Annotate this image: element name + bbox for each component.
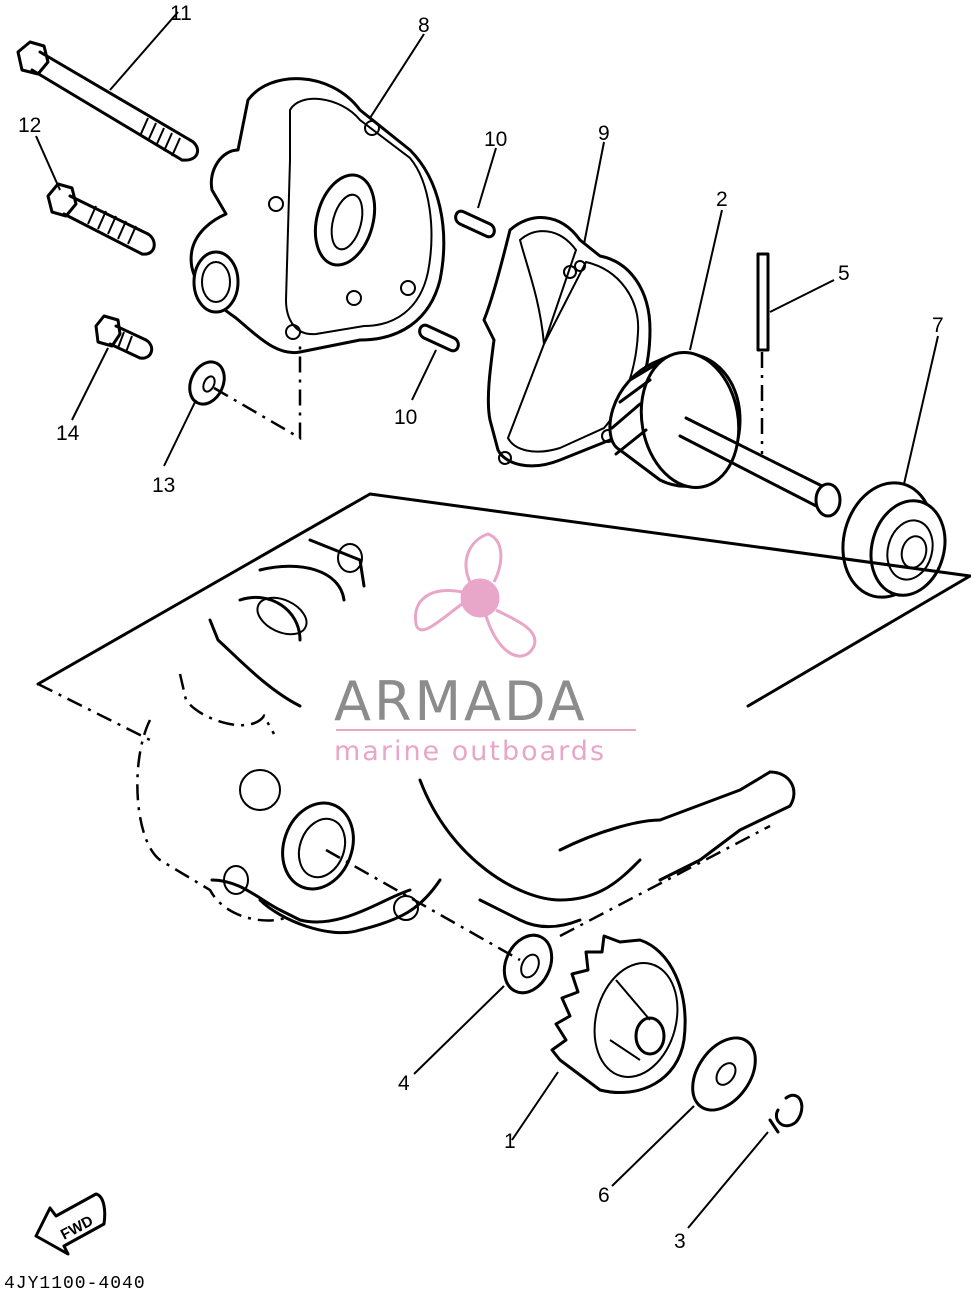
assembly-guide-lines — [213, 346, 771, 962]
pump-cover-part-8 — [189, 77, 446, 355]
callout-13: 13 — [152, 474, 175, 497]
callout-12: 12 — [18, 114, 41, 137]
dowel-pin-part-10-upper — [454, 209, 496, 239]
circlip-part-3 — [768, 1094, 804, 1134]
callout-6: 6 — [598, 1184, 610, 1207]
washer-part-13 — [188, 360, 226, 406]
washer-part-6 — [691, 1036, 757, 1112]
forward-direction-arrow: FWD — [34, 1192, 107, 1256]
callout-4: 4 — [398, 1072, 410, 1095]
callout-10-upper: 10 — [484, 128, 507, 151]
callout-1: 1 — [504, 1130, 516, 1153]
crankcase-outline — [36, 492, 971, 935]
callout-leader-lines — [35, 11, 939, 1229]
brand-name: ARMADA — [334, 670, 588, 733]
short-bolt-part-14 — [94, 314, 154, 360]
callout-9: 9 — [598, 122, 610, 145]
impeller-drive-gear-part-1 — [550, 934, 687, 1095]
callout-14: 14 — [56, 422, 80, 445]
propeller-logo-icon — [413, 532, 537, 658]
callout-2: 2 — [716, 188, 728, 211]
long-bolt-part-11 — [16, 40, 199, 162]
callout-11: 11 — [170, 2, 192, 25]
callout-10-lower: 10 — [394, 406, 417, 429]
callout-7: 7 — [932, 314, 944, 337]
dowel-pin-part-10-lower — [418, 323, 460, 353]
armada-watermark: ARMADA marine outboards — [334, 532, 636, 767]
bolt-part-12 — [46, 182, 156, 256]
callout-8: 8 — [418, 14, 430, 37]
pin-part-5 — [756, 252, 770, 352]
callout-3: 3 — [674, 1230, 686, 1253]
callout-labels: 11 8 12 10 9 2 5 7 14 13 10 4 1 6 3 — [18, 2, 944, 1253]
bearing-part-7 — [841, 481, 947, 599]
brand-tagline: marine outboards — [334, 736, 606, 767]
washer-part-4 — [502, 933, 554, 995]
catalog-code: 4JY1100-4040 — [4, 1274, 146, 1292]
callout-5: 5 — [838, 262, 850, 285]
impeller-shaft-part-2 — [608, 351, 842, 518]
